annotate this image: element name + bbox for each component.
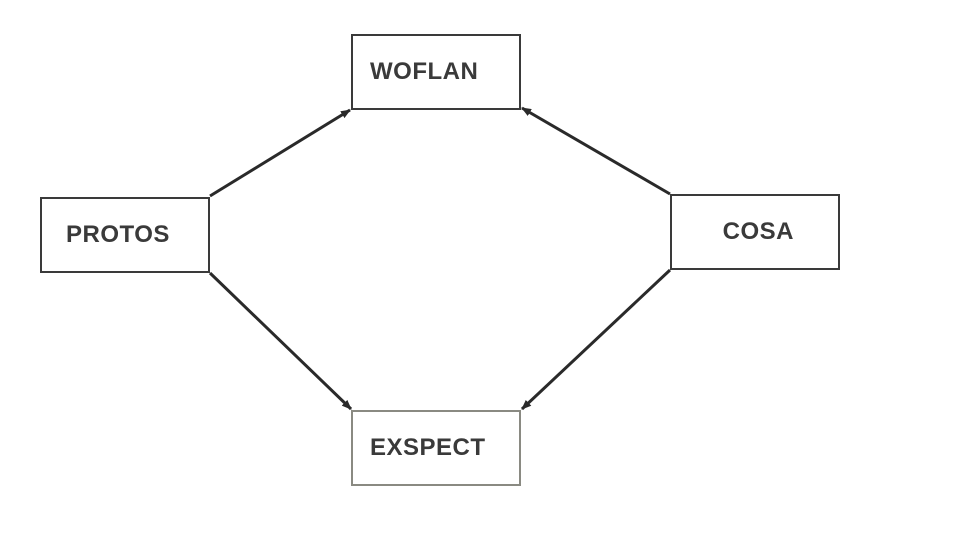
node-protos-label: PROTOS	[66, 221, 170, 248]
node-exspect-label: EXSPECT	[370, 434, 486, 461]
node-exspect: EXSPECT	[351, 410, 521, 486]
edge-cosa-to-exspect	[520, 268, 672, 411]
edge-protos-to-woflan	[209, 108, 351, 198]
node-woflan: WOFLAN	[351, 34, 521, 110]
edge-cosa-to-woflan	[521, 106, 671, 196]
node-cosa: COSA	[670, 194, 840, 270]
node-cosa-label: COSA	[722, 218, 794, 245]
edge-protos-to-exspect	[208, 271, 353, 411]
node-woflan-label: WOFLAN	[370, 58, 479, 85]
node-protos: PROTOS	[40, 197, 210, 273]
